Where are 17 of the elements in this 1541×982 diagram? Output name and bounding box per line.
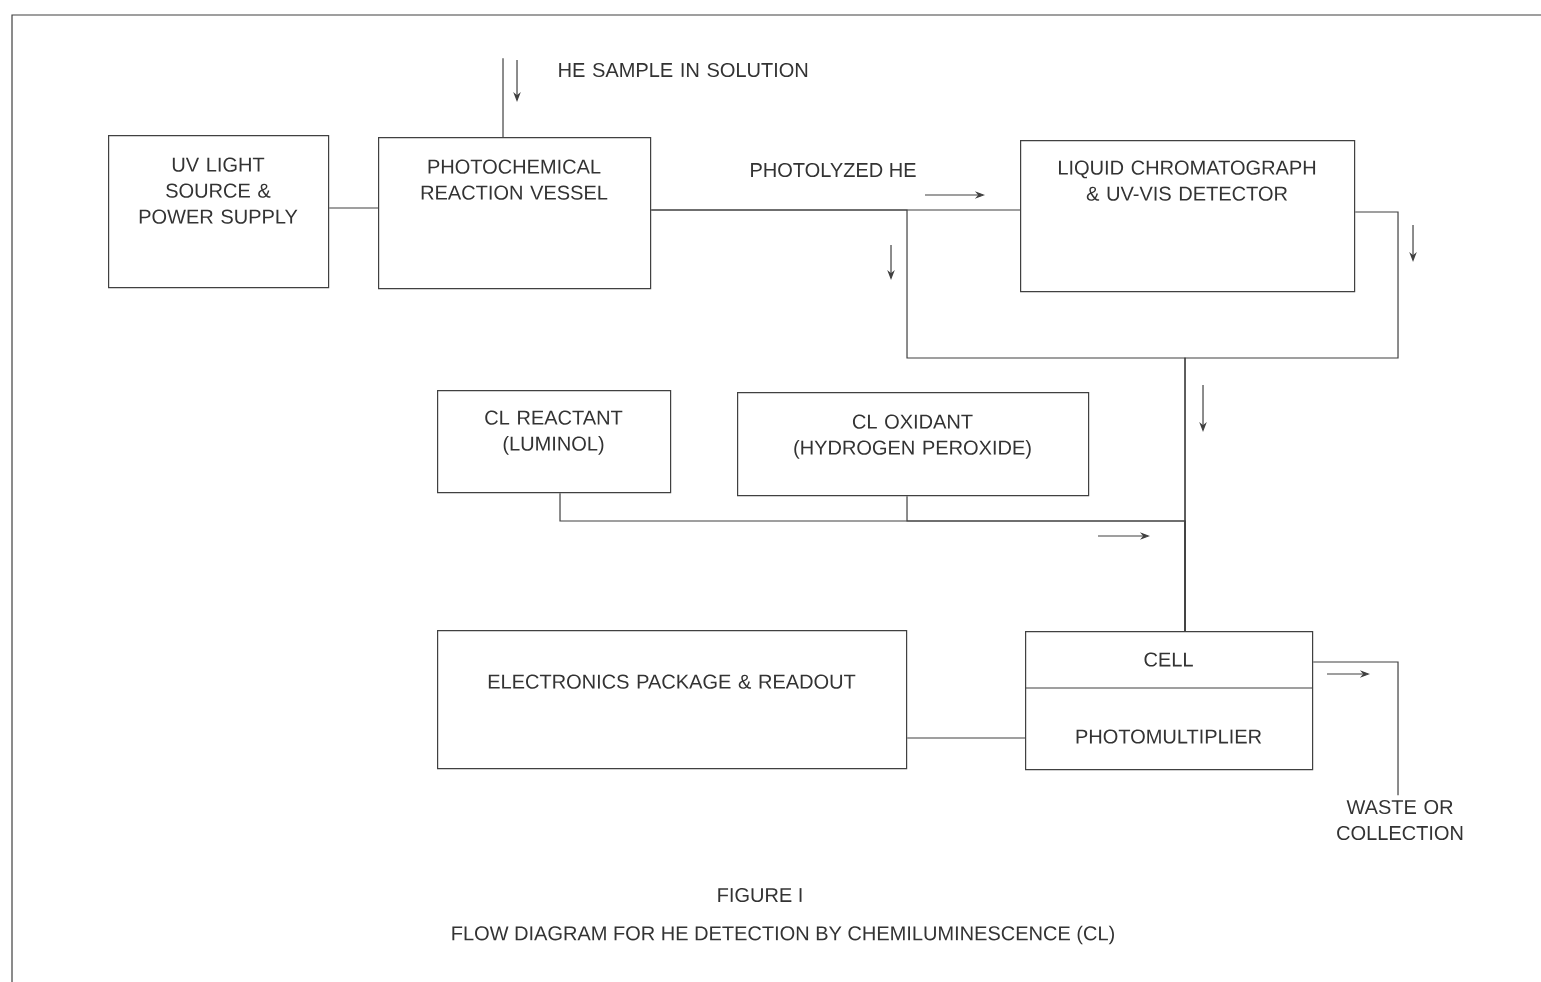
process-box: CL REACTANT (LUMINOL) [437,390,672,494]
process-box: UV LIGHT SOURCE & POWER SUPPLY [108,135,330,289]
process-box: ELECTRONICS PACKAGE & READOUT [437,630,908,770]
flow-line [1312,661,1399,796]
flow-line [328,207,379,209]
flow-line [502,57,504,138]
caption: FLOW DIAGRAM FOR HE DETECTION BY CHEMILUMINESCENCE (CL) [452,925,1114,945]
process-box: CL OXIDANT (HYDROGEN PEROXIDE) [737,392,1090,497]
process-box: CELL PHOTOMULTIPLIER [1024,631,1314,771]
figure-number: FIGURE I [718,887,802,903]
process-box: LIQUID CHROMATOGRAPH & UV-VIS DETECTOR [1020,140,1356,293]
flow-text: WASTE OR COLLECTION [1337,799,1463,841]
flow-line [906,737,1026,739]
flow-line [906,495,1186,632]
flow-text: HE SAMPLE IN SOLUTION [559,62,808,78]
edge-label: PHOTOLYZED HE [747,160,919,180]
process-box: PHOTOCHEMICAL REACTION VESSEL [378,137,652,290]
